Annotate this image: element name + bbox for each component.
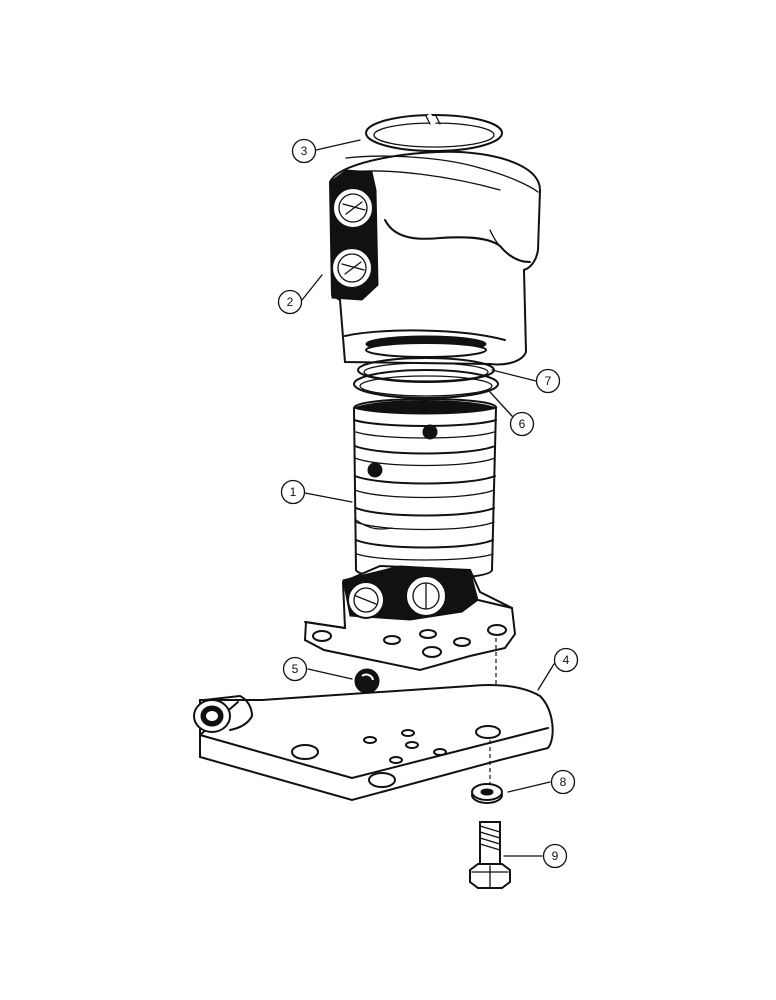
bolt-part-9 (469, 821, 511, 889)
spool-body-part-1 (352, 398, 498, 580)
check-ball-part-5 (354, 668, 380, 694)
callout-2-label: 2 (287, 295, 294, 309)
callout-8-label: 8 (560, 775, 567, 789)
callout-6-label: 6 (519, 417, 526, 431)
seal-rings-parts-6-7 (353, 357, 499, 399)
callout-9-label: 9 (552, 849, 559, 863)
valve-housing-part-2 (328, 150, 542, 366)
callout-5-label: 5 (292, 662, 299, 676)
mounting-plate-part-4 (193, 684, 554, 802)
washer-part-8 (471, 783, 503, 804)
callout-5: 5 (282, 656, 308, 682)
callout-4: 4 (553, 647, 579, 673)
callout-3-label: 3 (301, 144, 308, 158)
callout-1: 1 (280, 479, 306, 505)
callout-8: 8 (550, 769, 576, 795)
callout-4-label: 4 (563, 653, 570, 667)
alignment-centerline (489, 638, 497, 786)
callout-3: 3 (291, 138, 317, 164)
callout-6: 6 (509, 411, 535, 437)
callout-7: 7 (535, 368, 561, 394)
snap-ring-part-3 (365, 113, 503, 152)
callout-2: 2 (277, 289, 303, 315)
callout-9: 9 (542, 843, 568, 869)
callout-7-label: 7 (545, 374, 552, 388)
callout-leaders (301, 139, 555, 857)
callout-1-label: 1 (290, 485, 297, 499)
lower-valve-block (303, 564, 517, 672)
